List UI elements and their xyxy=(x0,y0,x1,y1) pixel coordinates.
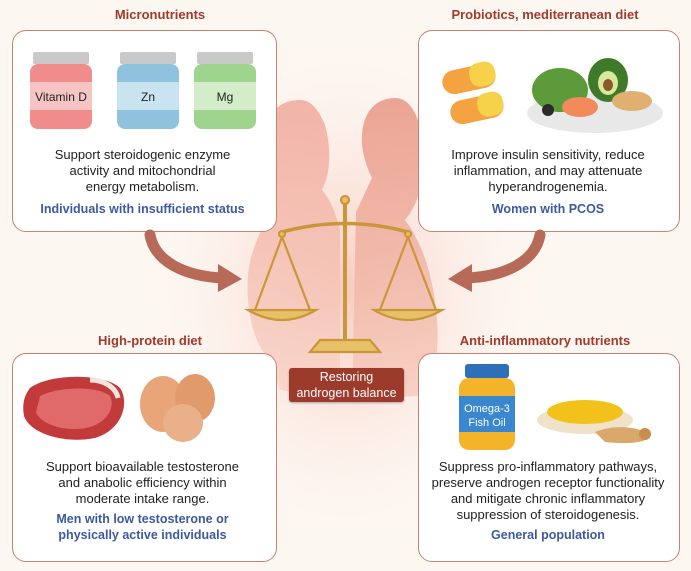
turmeric-icon xyxy=(537,400,651,444)
desc-line: and mitigate chronic inflammatory xyxy=(450,491,646,506)
anti-inflammatory-population: General population xyxy=(491,528,605,542)
center-label-line2: androgen balance xyxy=(296,386,397,400)
male-silhouette xyxy=(352,98,438,400)
probiotics-title: Probiotics, mediterranean diet xyxy=(451,7,639,22)
jar-label-mg: Mg xyxy=(217,90,234,104)
protein-population: Men with low testosterone or physically … xyxy=(20,511,265,543)
micronutrients-population: Individuals with insufficient status xyxy=(40,202,245,216)
probiotics-description: Improve insulin sensitivity, reduce infl… xyxy=(424,147,672,195)
micronutrients-description: Support steroidogenic enzyme activity an… xyxy=(20,147,265,195)
center-label: Restoring androgen balance xyxy=(289,368,404,402)
fish-oil-bottle-icon: Omega-3 Fish Oil xyxy=(459,364,515,450)
protein-illustration xyxy=(23,374,215,442)
desc-line: Suppress pro-inflammatory pathways, xyxy=(438,459,658,474)
micronutrients-title: Micronutrients xyxy=(114,7,206,22)
desc-line: moderate intake range. xyxy=(75,491,210,506)
probiotics-panel xyxy=(418,30,680,232)
probiotics-illustration xyxy=(442,58,663,133)
anti-inflammatory-description: Suppress pro-inflammatory pathways, pres… xyxy=(420,459,676,523)
desc-line: Improve insulin sensitivity, reduce xyxy=(451,147,645,162)
steak-icon xyxy=(23,376,125,440)
anti-inflammatory-illustration: Omega-3 Fish Oil xyxy=(459,364,651,450)
bottle-label-line1: Omega-3 xyxy=(464,403,510,415)
zn-jar-icon: Zn xyxy=(117,52,179,129)
center-label-line1: Restoring xyxy=(319,370,374,384)
desc-line: Support bioavailable testosterone xyxy=(46,459,239,474)
mediterranean-plate-icon xyxy=(527,58,663,133)
capsule-icon xyxy=(442,61,504,125)
anti-inflammatory-title: Anti-inflammatory nutrients xyxy=(459,333,631,348)
desc-line: preserve androgen receptor functionality xyxy=(431,475,665,490)
desc-line: suppression of steroidogenesis. xyxy=(456,507,640,522)
balance-scale-icon xyxy=(243,194,447,354)
vitamin-d-jar-icon: Vitamin D xyxy=(30,52,92,129)
desc-line: hyperandrogenemia. xyxy=(488,179,608,194)
eggs-icon xyxy=(140,374,215,442)
left-arrow-icon xyxy=(144,229,242,292)
supplement-jars: Vitamin D Zn Mg xyxy=(30,52,256,129)
jar-label-vitamin-d: Vitamin D xyxy=(35,90,87,104)
desc-line: energy metabolism. xyxy=(85,179,200,194)
right-arrow-icon xyxy=(448,229,546,292)
desc-line: activity and mitochondrial xyxy=(69,163,216,178)
population-line: Men with low testosterone or xyxy=(56,512,229,526)
protein-description: Support bioavailable testosterone and an… xyxy=(20,459,265,507)
protein-title: High-protein diet xyxy=(98,333,202,348)
probiotics-population: Women with PCOS xyxy=(491,202,605,216)
mg-jar-icon: Mg xyxy=(194,52,256,129)
desc-line: Support steroidogenic enzyme xyxy=(54,147,231,162)
desc-line: and anabolic efficiency within xyxy=(58,475,227,490)
jar-label-zn: Zn xyxy=(141,90,155,104)
bottle-label-line2: Fish Oil xyxy=(468,417,505,429)
desc-line: inflammation, and may attenuate xyxy=(453,163,643,178)
population-line: physically active individuals xyxy=(58,528,227,542)
anti-inflammatory-panel xyxy=(418,353,680,562)
